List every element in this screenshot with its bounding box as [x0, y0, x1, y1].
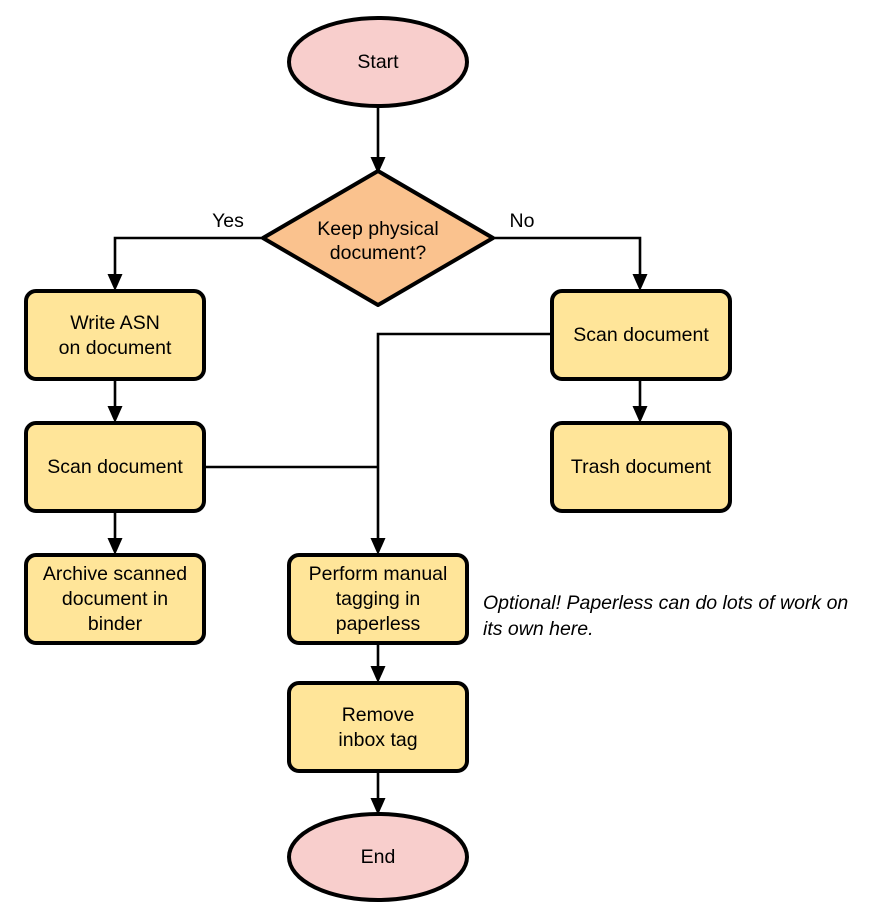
edge-line — [113, 236, 263, 280]
scan-document-right-label: Scan document — [573, 324, 709, 346]
decision-label-line2: document? — [330, 242, 427, 264]
edge-scan-right-to-trash — [632, 379, 648, 423]
annotation-optional-note: Optional! Paperless can do lots of work … — [483, 592, 848, 640]
archive-label-line3: binder — [88, 613, 143, 635]
node-trash-document[interactable]: Trash document — [550, 421, 732, 513]
annotation-line1: Optional! Paperless can do lots of work … — [483, 592, 848, 614]
write-asn-label-line1: Write ASN — [70, 312, 160, 334]
edge-line — [376, 332, 552, 544]
decision-label-line1: Keep physical — [317, 218, 438, 240]
edge-write-asn-to-scan-left — [107, 379, 123, 423]
scan-document-left-label: Scan document — [47, 456, 183, 478]
arrow-head — [107, 406, 123, 423]
tagging-label-line3: paperless — [336, 613, 421, 635]
edge-line — [493, 236, 642, 280]
tagging-label-line1: Perform manual — [309, 563, 448, 585]
arrow-head — [632, 406, 648, 423]
scan-document-right-box[interactable] — [550, 289, 732, 381]
node-write-asn[interactable]: Write ASN on document — [24, 289, 206, 381]
edge-tagging-to-remove-tag — [370, 643, 386, 683]
tagging-label-line2: tagging in — [336, 588, 421, 610]
arrow-head — [370, 666, 386, 683]
scan-document-left-box[interactable] — [24, 421, 206, 513]
start-label: Start — [357, 51, 399, 73]
arrow-head — [107, 274, 123, 291]
edge-decision-to-scan-right — [493, 236, 648, 291]
arrow-head — [370, 157, 386, 174]
arrow-head — [370, 798, 386, 815]
edge-label-yes: Yes — [212, 210, 244, 232]
remove-inbox-tag-label-line2: inbox tag — [338, 729, 417, 751]
end-label: End — [361, 846, 396, 868]
start-ellipse[interactable] — [287, 16, 469, 108]
archive-label-line1: Archive scanned — [43, 563, 187, 585]
node-scan-document-left[interactable]: Scan document — [24, 421, 206, 513]
archive-box[interactable] — [24, 553, 206, 645]
trash-document-label: Trash document — [571, 456, 712, 478]
edge-scan-left-to-archive — [107, 511, 123, 555]
node-scan-document-right[interactable]: Scan document — [550, 289, 732, 381]
node-archive-scanned-document[interactable]: Archive scanned document in binder — [24, 553, 206, 645]
annotation-line2: its own here. — [483, 618, 594, 640]
node-perform-manual-tagging[interactable]: Perform manual tagging in paperless — [287, 553, 469, 645]
edge-scan-right-to-tagging — [370, 332, 552, 555]
archive-label-line2: document in — [62, 588, 168, 610]
arrow-head — [632, 274, 648, 291]
write-asn-label-line2: on document — [59, 337, 172, 359]
remove-inbox-tag-label-line1: Remove — [342, 704, 415, 726]
trash-document-box[interactable] — [550, 421, 732, 513]
edge-label-no: No — [510, 210, 535, 232]
write-asn-box[interactable] — [24, 289, 206, 381]
decision-diamond[interactable] — [261, 169, 495, 307]
node-start[interactable]: Start — [287, 16, 469, 108]
end-ellipse[interactable] — [287, 812, 469, 902]
connector-layer — [107, 106, 648, 815]
node-remove-inbox-tag[interactable]: Remove inbox tag — [287, 681, 469, 773]
edge-start-to-decision — [370, 106, 386, 174]
node-decision-keep-physical-document[interactable]: Keep physical document? — [261, 169, 495, 307]
arrow-head — [370, 538, 386, 555]
node-end[interactable]: End — [287, 812, 469, 902]
arrow-head — [107, 538, 123, 555]
tagging-box[interactable] — [287, 553, 469, 645]
edge-remove-tag-to-end — [370, 771, 386, 815]
remove-inbox-tag-box[interactable] — [287, 681, 469, 773]
edge-decision-to-write-asn — [107, 236, 263, 291]
